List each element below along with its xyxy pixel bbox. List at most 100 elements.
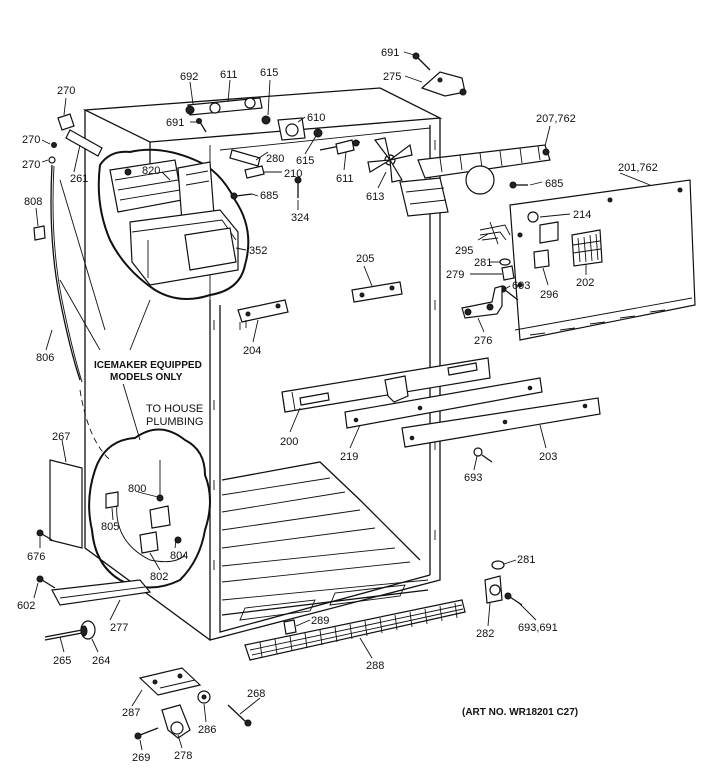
callout-691: 691 [381,47,399,59]
callout-261: 261 [70,173,88,185]
callout-282: 282 [476,628,494,640]
callout-610: 610 [307,112,325,124]
plumbing-note-line1: TO HOUSE [146,403,203,415]
screw-691-mid [196,118,207,133]
callout-286: 286 [198,724,216,736]
screw-676 [36,529,53,541]
callout-808: 808 [24,196,42,208]
callout-615: 615 [296,155,314,167]
callout-693: 693 [464,472,482,484]
callout-289: 289 [311,615,329,627]
callout-labels: 691 275 692 611 615 270 270 270 691 610 … [17,47,658,764]
callout-210: 210 [284,168,302,180]
callout-352: 352 [249,245,267,257]
bracket-275 [420,71,467,97]
callout-802: 802 [150,571,168,583]
roller-264 [80,620,96,640]
callout-615: 615 [260,67,278,79]
clip-615b [313,128,323,138]
base-grille-288 [244,599,466,661]
rail-219 [344,377,543,429]
callout-268: 268 [247,688,265,700]
callout-613: 613 [366,191,384,203]
callout-219: 219 [340,451,358,463]
icemaker-note-line2: MODELS ONLY [110,372,183,383]
icemaker-820 [109,159,215,223]
callout-692: 692 [180,71,198,83]
icemaker-note-line1: ICEMAKER EQUIPPED [94,360,202,371]
leader-lines [33,51,651,751]
screw-324 [294,176,302,198]
callout-288: 288 [366,660,384,672]
evaporator-bracket-207 [417,144,551,195]
harness-806 [50,164,81,381]
callout-806: 806 [36,352,54,364]
fan-motor [399,177,449,217]
clip-615a [261,115,271,125]
screw-693-mid [473,447,493,463]
callout-805: 805 [101,521,119,533]
damper-611 [185,97,263,116]
callout-267: 267 [52,431,70,443]
callout-205: 205 [356,253,374,265]
callout-804: 804 [170,550,188,562]
control-610 [277,117,306,141]
callout-676: 676 [27,551,45,563]
callout-270: 270 [57,85,75,97]
plug-808 [33,225,46,241]
callout-276: 276 [474,335,492,347]
callout-280: 280 [266,153,284,165]
callout-693-691: 693,691 [518,622,558,634]
callout-200: 200 [280,436,298,448]
cabinet-shell [82,87,443,641]
fill-tube-270 [48,113,75,164]
axle-265 [44,629,83,641]
callout-800: 800 [128,483,146,495]
callout-693: 693 [512,280,530,292]
art-number: (ART NO. WR18201 C27) [462,707,578,718]
bolt-268 [227,704,252,727]
callout-296: 296 [540,289,558,301]
note-backdrop [92,358,204,384]
screw-685-right [509,181,528,189]
callout-203: 203 [539,451,557,463]
plumbing-outline [88,428,211,589]
back-panel-201 [509,179,696,341]
callout-207-762: 207,762 [536,113,576,125]
callout-275: 275 [383,71,401,83]
callout-202: 202 [576,277,594,289]
water-valve-802 [105,460,186,563]
nut-286 [197,690,211,704]
rod-611 [319,139,361,155]
callout-204: 204 [243,345,261,357]
callout-287: 287 [122,707,140,719]
panel-267 [49,459,83,549]
screw-269 [134,727,159,740]
callout-685: 685 [260,190,278,202]
bracket-204 [237,299,289,330]
callout-685: 685 [545,178,563,190]
bracket-205 [351,281,403,303]
callout-602: 602 [17,600,35,612]
plumbing-note-line2: PLUMBING [146,416,203,428]
rail-277 [51,579,152,606]
callout-270: 270 [22,134,40,146]
bracket-287 [138,667,202,696]
callout-281: 281 [517,554,535,566]
switch-296 [533,249,550,269]
callout-277: 277 [110,622,128,634]
callout-324: 324 [291,212,309,224]
cap-281-lower [491,560,505,570]
callout-278: 278 [174,750,192,762]
callout-611: 611 [336,173,354,185]
callout-691: 691 [166,117,184,129]
hinge-276 [461,285,503,319]
fill-tube-261 [65,129,103,157]
roller-bracket-282 [484,575,503,604]
tube-280 [229,149,261,167]
shelf-support-200 [281,357,491,413]
screw-691-top [412,52,431,71]
wire-harness-295 [479,221,511,245]
callout-270: 270 [22,159,40,171]
